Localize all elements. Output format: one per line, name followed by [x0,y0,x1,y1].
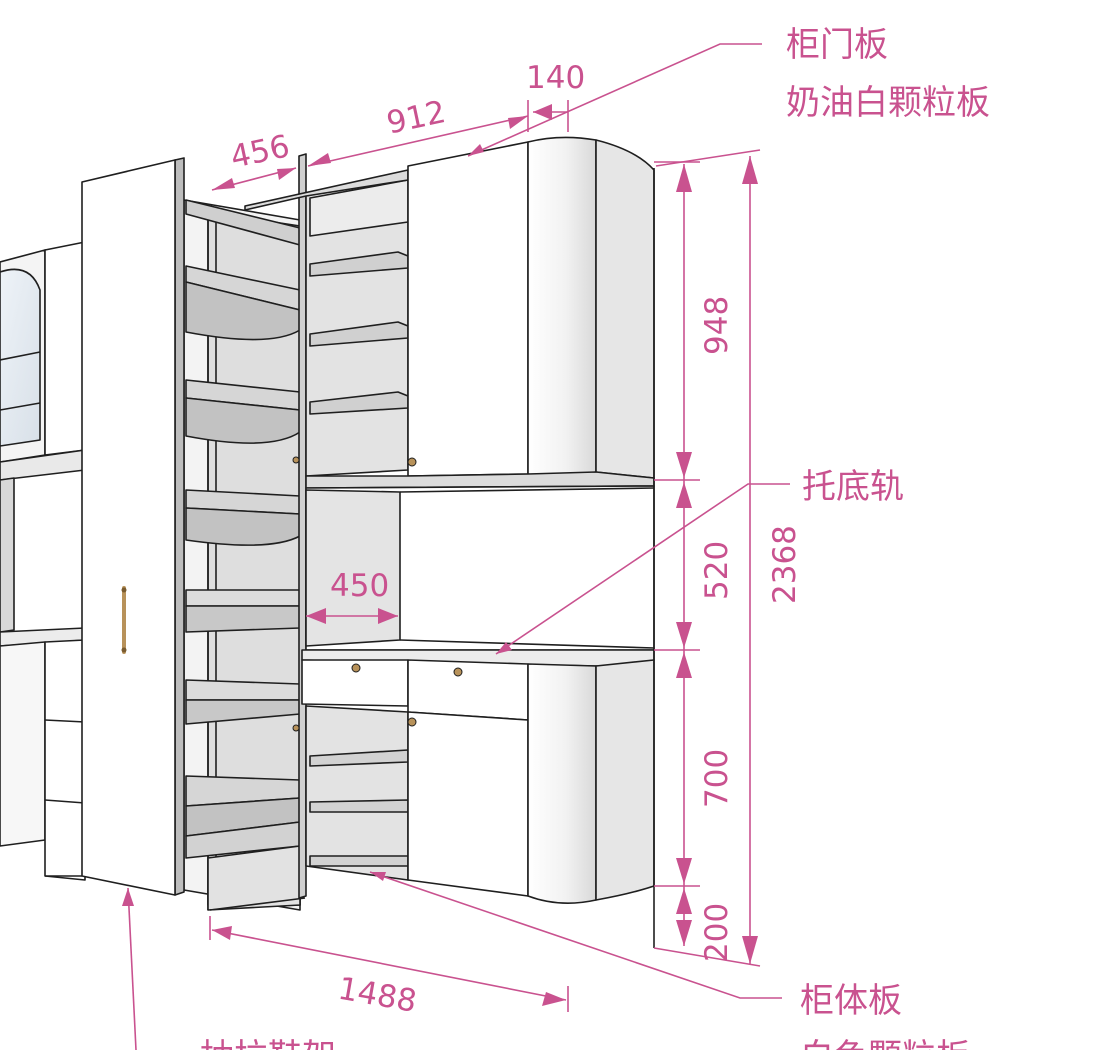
pullout-shoe-rack [183,199,301,911]
rack-basket [185,489,301,546]
door-handle [121,586,127,654]
drawer-knob [351,663,361,673]
rack-basket [185,199,301,341]
rack-basket [185,775,301,859]
glass-door-arch [0,268,41,447]
rack-basket [185,589,301,633]
drawer [407,659,529,721]
dim-520-label: 520 [699,541,735,600]
lower-cabinet [292,649,655,904]
door-knob [292,724,300,732]
carcass-panel-material: 白色颗粒板 [800,1037,970,1050]
left-background-cabinets [0,241,86,881]
upper-door [407,141,529,477]
rack-basket [185,379,301,444]
rounded-end-upper [527,136,597,477]
dim-456-label: 456 [227,128,292,176]
door-panel-title: 柜门板 [786,25,888,65]
rounded-end-lower [527,663,597,904]
dim-140-label: 140 [526,60,585,96]
dim-2368-label: 2368 [767,525,803,604]
dim-912-label: 912 [384,94,449,142]
dim-200-label: 200 [699,903,735,962]
upper-cabinet [244,136,655,489]
shelf [309,799,409,813]
pullout-door [45,157,185,896]
leader-lines [122,43,790,1051]
door-knob [407,717,417,727]
dim-700-label: 700 [699,749,735,808]
shelf [309,855,409,867]
dim-450-label: 450 [330,568,389,604]
carcass-panel-title: 柜体板 [800,981,902,1021]
dimension-lines [209,100,761,1012]
open-niche [305,485,655,651]
dim-1488-label: 1488 [335,971,419,1020]
dim-948-label: 948 [699,296,735,355]
door-knob [292,456,300,464]
bottom-rail-label: 托底轨 [802,467,904,507]
divider-panel [298,153,307,899]
door-panel-material: 奶油白颗粒板 [786,83,990,123]
door-knob [407,457,417,467]
lower-door [407,711,529,897]
drawer-knob [453,667,463,677]
pullout-rack-label: 抽拉鞋架 [200,1037,336,1050]
